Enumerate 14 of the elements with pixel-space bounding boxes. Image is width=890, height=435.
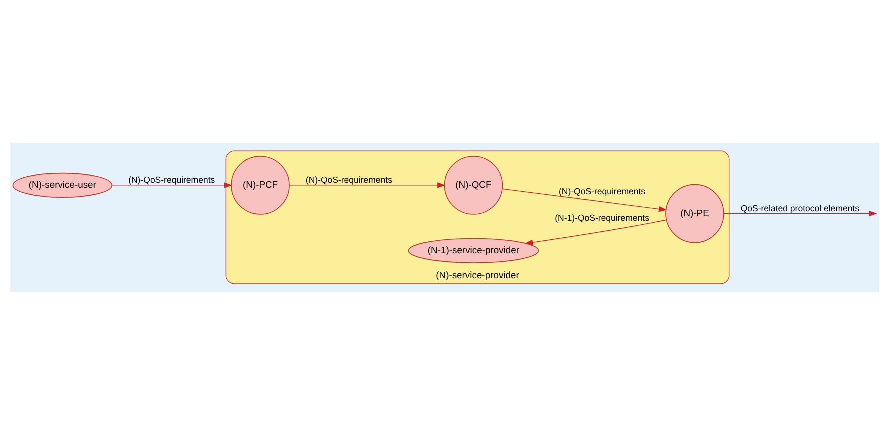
arrow: [289, 182, 446, 188]
edge-label: (N-1)-QoS-requirements: [555, 212, 650, 223]
arrow: [524, 220, 667, 246]
edge-label: (N)-QoS-requirements: [558, 186, 646, 197]
node-circle: (N)-QCF: [444, 156, 504, 215]
node-circle: (N)-PCF: [231, 156, 290, 215]
edge-label: QoS-related protocol elements: [740, 203, 860, 214]
edge-label: (N)-QoS-requirements: [128, 175, 216, 186]
node-circle: (N)-PE: [666, 184, 724, 244]
arrow: [502, 188, 668, 212]
edge-label: (N)-QoS-requirements: [306, 175, 392, 186]
node-ellipse: (N)-service-user: [12, 172, 113, 198]
arrow: [724, 210, 878, 217]
arrow: [112, 182, 232, 188]
